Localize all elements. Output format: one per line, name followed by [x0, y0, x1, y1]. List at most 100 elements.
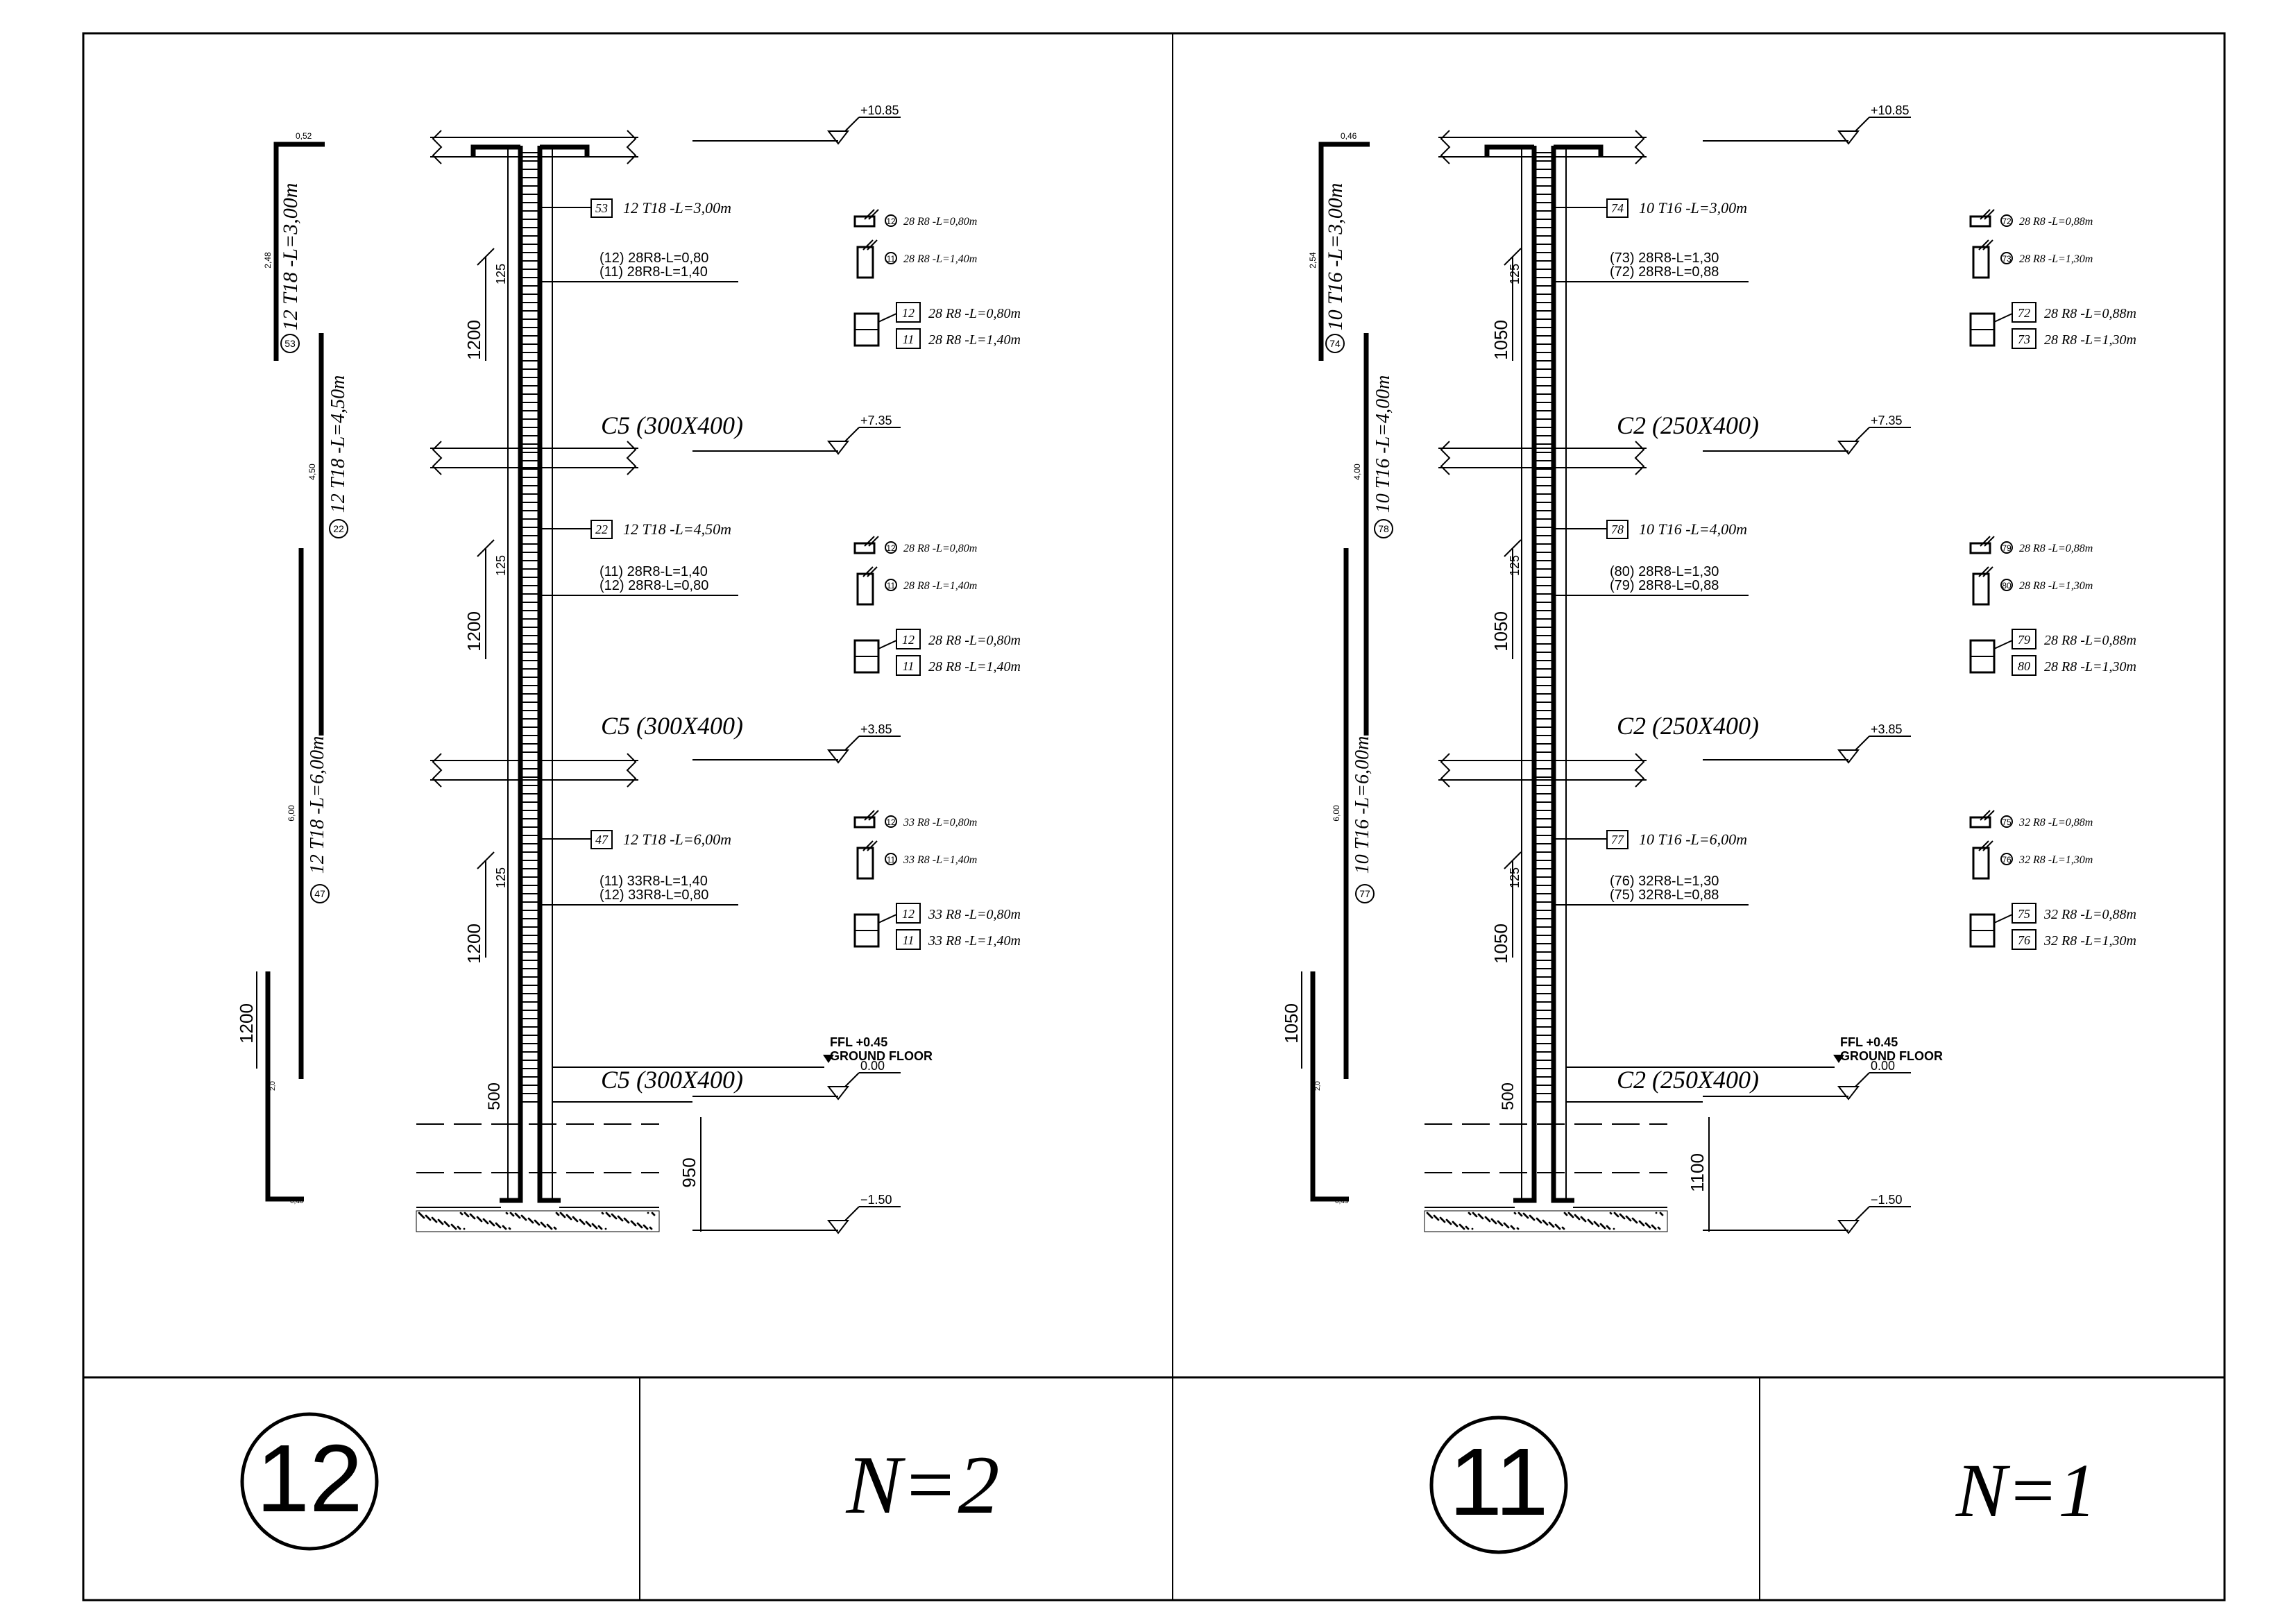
level-top-leader [1855, 117, 1870, 132]
concrete-dot [441, 1223, 444, 1225]
side-bar-3-bot: 0,40 [290, 1198, 304, 1205]
side-bar-3-bot: 0,49 [1335, 1198, 1349, 1205]
stirrup-callout-s3a: (11) 33R8-L=1,40 [599, 874, 708, 889]
quantity-label: N=2 [845, 1438, 999, 1531]
side-bar-1-top: 0,52 [296, 131, 312, 141]
concrete-dot [1449, 1223, 1452, 1225]
slab-top-break-left [1440, 130, 1451, 164]
bar-text-mid: 10 T16 -L=4,00m [1639, 520, 1747, 538]
schedule-leader-2 [1993, 914, 2013, 924]
level-ground: GROUND FLOOR [830, 1049, 933, 1063]
level-zero-leader [844, 1072, 860, 1087]
dim-tick-d1 [1504, 248, 1522, 266]
concrete-dot [532, 1221, 534, 1224]
schedule-tall-stirrup-1-hook [867, 566, 878, 577]
schedule-small-stirrup-1-hook [864, 536, 875, 547]
level-l1-label: +3.85 [1871, 722, 1903, 736]
dim-tick-d1 [477, 248, 495, 266]
schedule-tall-stirrup-2-hook [1978, 840, 1989, 851]
schedule-mark-num-2a: 12 [886, 817, 896, 827]
schedule-text-2a: 32 R8 -L=0,88m [2018, 817, 2093, 829]
concrete-dot [512, 1214, 515, 1217]
level-zero-triangle [1837, 1086, 1860, 1101]
schedule-mark-0b [2000, 252, 2013, 264]
level-l2-triangle [826, 441, 850, 455]
quantity-label: N=1 [1955, 1448, 2097, 1533]
schedule-box-text-2b: 33 R8 -L=1,40m [928, 933, 1021, 949]
concrete-dot [1661, 1214, 1664, 1216]
bar-text-mid: 12 T18 -L=4,50m [623, 520, 731, 538]
schedule-mark-2b [2000, 853, 2013, 865]
concrete-dot [1463, 1227, 1465, 1230]
sheet-number: 11 [1449, 1429, 1548, 1536]
concrete-dot [525, 1218, 527, 1221]
level-top-leader [844, 117, 860, 132]
pitch-p2: 125 [494, 555, 508, 576]
side-bar-3-base [1310, 971, 1349, 1202]
concrete-dot [627, 1221, 630, 1224]
schedule-small-stirrup-2 [1969, 816, 1991, 829]
dim-base: 500 [485, 1082, 504, 1110]
schedule-box-text-0b: 28 R8 -L=1,30m [2044, 332, 2136, 348]
schedule-mark-num-2b: 11 [887, 855, 896, 865]
level-bottom-label: −1.50 [860, 1193, 892, 1207]
schedule-leader-1 [1993, 640, 2013, 649]
schedule-text-2a: 33 R8 -L=0,80m [903, 817, 977, 829]
dim-foundation: 1100 [1687, 1153, 1708, 1192]
level-l2-leader [1855, 427, 1870, 442]
column-label-middle: C2 (250X400) [1617, 712, 1759, 740]
level-l1-triangle [1837, 749, 1860, 764]
dim-d2: 1200 [464, 611, 484, 652]
concrete-dot [509, 1227, 511, 1230]
side-bar-3-text: 12 T18 -L=6,00m [307, 736, 328, 874]
bar-tag-mid: 22 [595, 522, 608, 536]
level-bottom-leader [1855, 1206, 1870, 1221]
schedule-text-1a: 28 R8 -L=0,88m [2019, 543, 2093, 554]
concrete-dot [595, 1227, 598, 1230]
level-bottom-label: −1.50 [1871, 1193, 1903, 1207]
level-zero-label: 0.00 [860, 1059, 885, 1073]
schedule-mark-num-1a: 79 [2002, 543, 2012, 553]
schedule-mark-num-1b: 11 [887, 581, 896, 590]
concrete-dot [1584, 1220, 1587, 1223]
schedule-tall-stirrup-2 [856, 847, 874, 880]
schedule-box-1a: 12 [902, 633, 915, 647]
bar-text-low: 12 T18 -L=6,00m [623, 831, 731, 848]
schedule-text-1b: 28 R8 -L=1,40m [903, 580, 977, 592]
concrete-dot [1467, 1227, 1470, 1230]
schedule-tall-stirrup-0-hook [867, 239, 878, 250]
concrete-dot [1481, 1217, 1484, 1220]
concrete-dot [1437, 1218, 1440, 1221]
schedule-small-stirrup-1-hook [1980, 536, 1991, 547]
schedule-box-0a-box [2012, 302, 2036, 323]
stirrup-callout-s1a: (73) 28R8-L=1,30 [1610, 250, 1719, 266]
pitch-p3: 125 [1508, 867, 1522, 888]
concrete-dot [506, 1212, 509, 1215]
dim-tick-d3 [477, 851, 495, 869]
concrete-dot [429, 1218, 432, 1221]
concrete-dot [554, 1227, 557, 1230]
side-bar-1-mark-num: 74 [1329, 338, 1341, 349]
schedule-mark-num-0a: 12 [886, 216, 896, 226]
concrete-dot [1649, 1226, 1651, 1229]
bar-tag-top: 74 [1611, 201, 1624, 215]
schedule-box-1b-box [2012, 655, 2036, 676]
sheet-number-circle [240, 1412, 379, 1551]
sheet-border [82, 32, 2226, 1601]
schedule-mark-num-1b: 80 [2002, 581, 2012, 590]
schedule-small-stirrup-2-hook [1980, 810, 1991, 821]
schedule-small-stirrup-1 [853, 542, 876, 554]
schedule-small-stirrup-2-hook [864, 810, 875, 821]
schedule-mark-2a [885, 815, 897, 828]
concrete-dot [463, 1227, 466, 1230]
side-bar-1 [273, 142, 325, 361]
side-bar-3-mark-num: 77 [1359, 888, 1370, 899]
level-ffl: FFL +0.45 [1840, 1035, 1898, 1049]
slab-l1-break-left [1440, 753, 1451, 788]
level-bottom-triangle [1837, 1220, 1860, 1234]
schedule-box-1a: 79 [2018, 633, 2030, 647]
pitch-p1: 125 [1508, 264, 1522, 284]
schedule-small-stirrup-1-hook [1984, 536, 1995, 547]
